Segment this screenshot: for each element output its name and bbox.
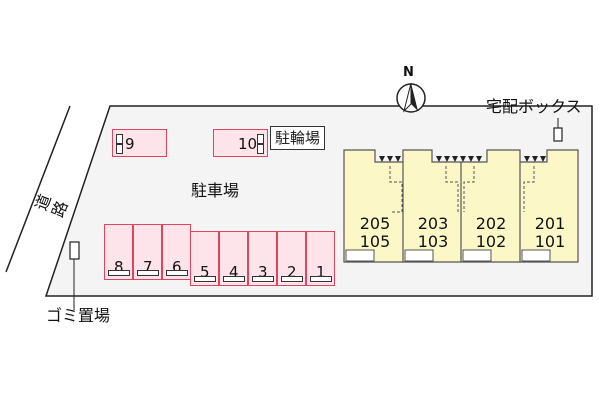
parking-stall-7: 7: [133, 224, 162, 280]
unit-205-105: 205 105: [352, 215, 398, 251]
parking-stall-10: 10: [213, 129, 268, 157]
stall-number: 1: [316, 263, 326, 281]
unit-lower-number: 102: [475, 232, 507, 251]
parking-label: 駐車場: [191, 181, 240, 200]
unit-201-101: 201 101: [527, 215, 573, 251]
unit-upper-number: 203: [417, 214, 449, 233]
unit-upper-number: 201: [534, 214, 566, 233]
parking-stall-9: 9: [112, 129, 167, 157]
unit-202-102: 202 102: [468, 215, 514, 251]
stall-number: 5: [200, 263, 210, 281]
stall-number: 9: [125, 135, 135, 153]
parking-stall-4: 4: [219, 231, 248, 286]
north-label: N: [403, 65, 414, 80]
unit-upper-number: 205: [359, 214, 391, 233]
bike-parking-label: 駐輪場: [270, 126, 326, 150]
delivery-box-icon: [553, 127, 563, 142]
delivery-box-label: 宅配ボックス: [486, 97, 582, 116]
parking-stall-5: 5: [190, 231, 219, 286]
stall-number: 2: [287, 263, 297, 281]
road-edge-line: [5, 105, 71, 273]
stall-number: 6: [172, 258, 182, 276]
parking-stall-8: 8: [104, 224, 133, 280]
parking-stall-6: 6: [162, 224, 191, 280]
parking-stall-1: 1: [306, 231, 335, 286]
stall-number: 3: [258, 263, 268, 281]
unit-203-103: 203 103: [410, 215, 456, 251]
stall-number: 10: [238, 135, 258, 153]
north-arrow-icon: [396, 82, 426, 113]
apartment-building: [343, 149, 579, 263]
unit-lower-number: 103: [417, 232, 449, 251]
unit-upper-number: 202: [475, 214, 507, 233]
parking-stall-3: 3: [248, 231, 277, 286]
garbage-label: ゴミ置場: [46, 306, 111, 325]
stall-number: 7: [143, 258, 153, 276]
garbage-area-icon: [69, 241, 80, 260]
unit-lower-number: 101: [534, 232, 566, 251]
stall-number: 4: [229, 263, 239, 281]
parking-stall-2: 2: [277, 231, 306, 286]
unit-lower-number: 105: [359, 232, 391, 251]
stall-number: 8: [114, 258, 124, 276]
